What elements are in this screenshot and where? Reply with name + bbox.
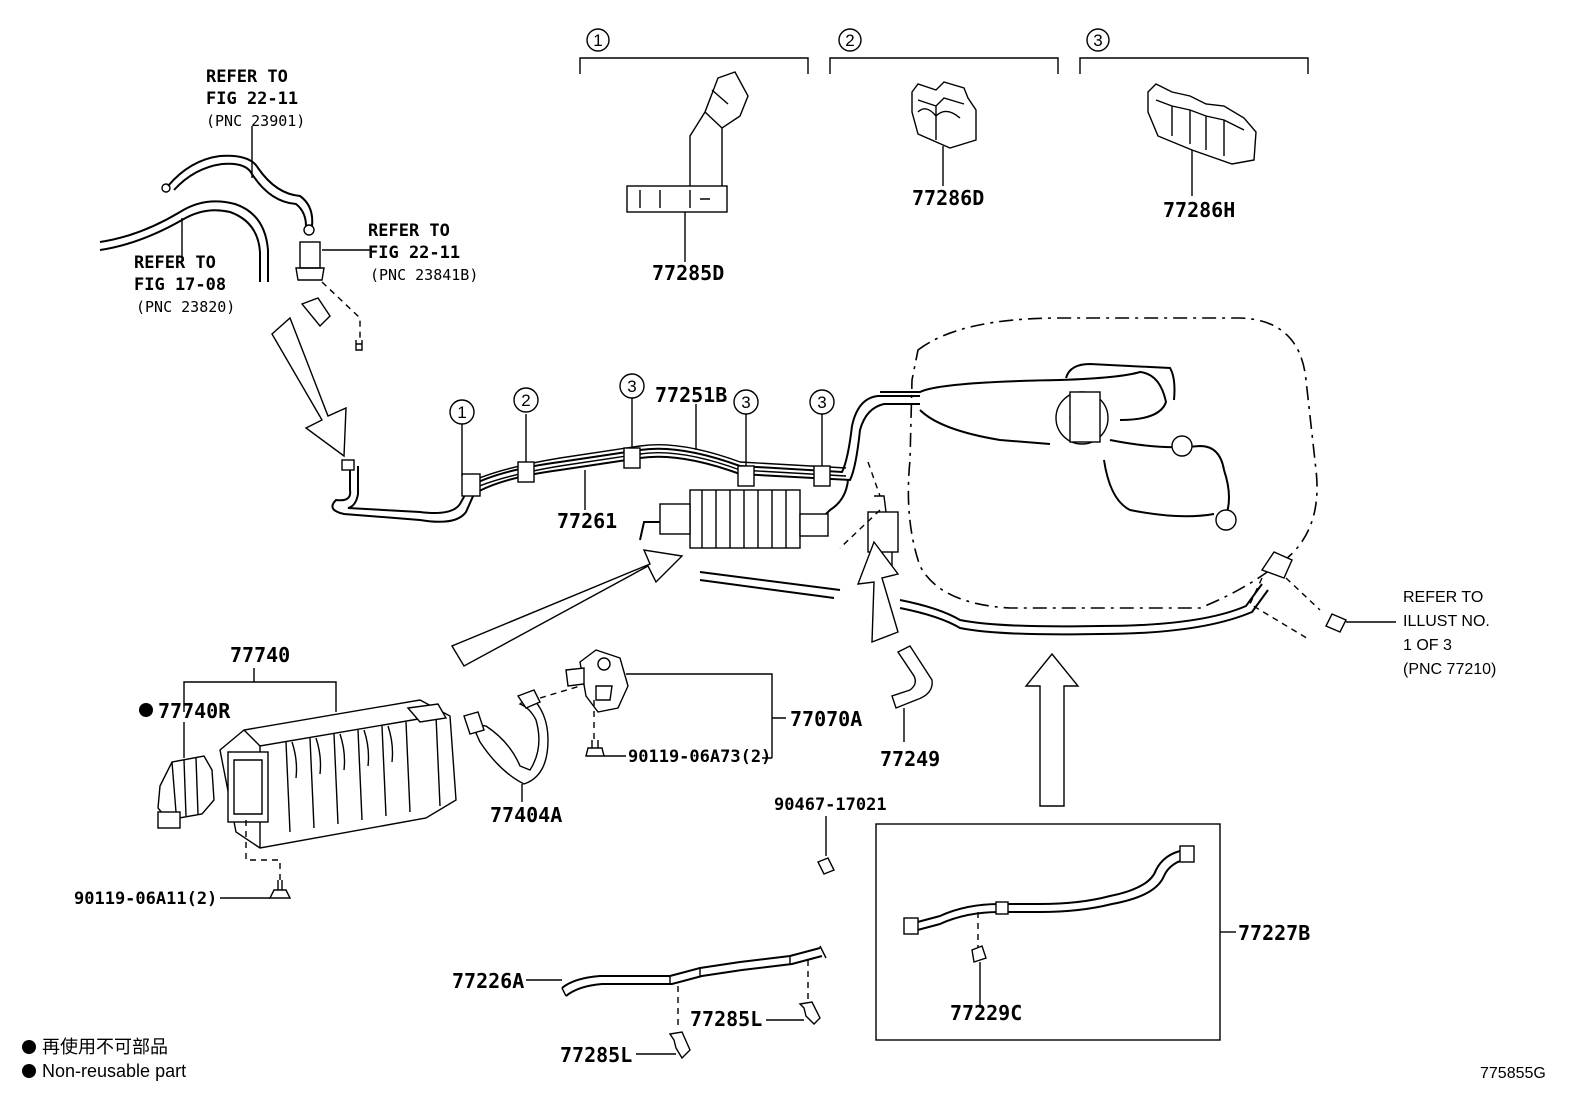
svg-text:77285L: 77285L <box>560 1043 632 1067</box>
label-77404a: 77404A <box>490 803 562 827</box>
non-reusable-marker <box>139 703 153 717</box>
label-77740r: 77740R <box>158 699 231 723</box>
clamp-77286h: 77286H <box>1147 83 1257 222</box>
svg-text:(PNC 23841B): (PNC 23841B) <box>370 266 478 284</box>
svg-text:REFER TO: REFER TO <box>1403 589 1483 606</box>
legend-bullet-1 <box>22 1040 36 1054</box>
refer-note-fig-22-11-b: REFER TO FIG 22-11 (PNC 23841B) <box>368 221 478 284</box>
canister-77740 <box>183 668 457 849</box>
legend-text-en: Non-reusable part <box>42 1061 186 1081</box>
legend-bullet-2 <box>22 1064 36 1078</box>
pipe-77227b-inset: 77227B 77229C <box>875 823 1310 1041</box>
callout-3-top: 3 <box>1093 31 1102 50</box>
label-90467-17021: 90467-17021 <box>774 795 887 815</box>
pipe-77226a: 77226A <box>452 945 827 1030</box>
label-90119-06a73: 90119-06A73(2) <box>628 747 771 767</box>
pipe-callouts: 1 2 3 3 3 <box>449 373 835 476</box>
svg-text:(PNC 23901): (PNC 23901) <box>206 112 305 130</box>
callout-1-top: 1 <box>593 31 602 50</box>
canister-installed <box>639 489 1269 636</box>
refer-note-fig-22-11-a: REFER TO FIG 22-11 (PNC 23901) <box>206 67 305 130</box>
clip-90467-17021: 90467-17021 <box>774 795 887 875</box>
svg-text:(PNC 23820): (PNC 23820) <box>136 298 235 316</box>
label-77249: 77249 <box>880 747 940 771</box>
svg-text:FIG 22-11: FIG 22-11 <box>206 89 298 109</box>
fuel-tank-outline <box>907 317 1318 609</box>
label-77251b: 77251B <box>655 383 727 407</box>
refer-note-illust-1of3: REFER TO ILLUST NO. 1 OF 3 (PNC 77210) <box>1403 589 1496 678</box>
svg-text:ILLUST NO.: ILLUST NO. <box>1403 613 1490 630</box>
filler-neck-fitting <box>1260 551 1293 579</box>
clip-77285l-b: 77285L <box>560 1031 691 1067</box>
svg-text:FIG 22-11: FIG 22-11 <box>368 243 460 263</box>
inset-brackets: 1 2 3 <box>579 28 1309 74</box>
refer-pipes-top-left <box>99 126 372 351</box>
hose-77249 <box>891 645 933 709</box>
valve-77070a: 77070A 90119-06A73(2) <box>565 649 862 767</box>
figure-code: 775855G <box>1480 1065 1546 1082</box>
label-77740: 77740 <box>230 643 290 667</box>
label-77227b: 77227B <box>1238 921 1310 945</box>
vent-valve-installed <box>839 461 899 566</box>
svg-text:3: 3 <box>741 393 750 412</box>
main-pipe-assembly <box>331 395 920 523</box>
label-90119-06a11: 90119-06A11(2) <box>74 889 217 909</box>
bolt-90119-06a11: 90119-06A11(2) <box>74 820 292 909</box>
legend: 再使用不可部品 Non-reusable part <box>22 1037 186 1081</box>
svg-text:77285L: 77285L <box>690 1007 762 1031</box>
clip-77285l-a: 77285L <box>690 1001 821 1031</box>
label-77285d: 77285D <box>652 261 724 285</box>
callout-2-top: 2 <box>845 31 854 50</box>
arrow-to-pipe-assembly <box>271 316 347 458</box>
svg-text:REFER TO: REFER TO <box>134 253 216 273</box>
svg-text:FIG 17-08: FIG 17-08 <box>134 275 226 295</box>
label-77286h: 77286H <box>1163 198 1235 222</box>
svg-text:2: 2 <box>521 391 530 410</box>
arrow-to-vent-valve <box>856 540 900 644</box>
label-77229c: 77229C <box>950 1001 1022 1025</box>
svg-text:3: 3 <box>627 377 636 396</box>
svg-text:REFER TO: REFER TO <box>368 221 450 241</box>
tank-lines <box>880 370 1230 521</box>
svg-text:1: 1 <box>457 403 466 422</box>
svg-text:1 OF 3: 1 OF 3 <box>1403 637 1452 654</box>
label-77070a: 77070A <box>790 707 862 731</box>
filter-77740r: 77740R <box>139 699 231 829</box>
legend-text-jp: 再使用不可部品 <box>42 1037 168 1057</box>
label-77261: 77261 <box>557 509 617 533</box>
svg-text:(PNC 77210): (PNC 77210) <box>1403 661 1496 678</box>
arrow-to-canister <box>450 549 684 667</box>
label-77226a: 77226A <box>452 969 524 993</box>
clamp-77285d: 77285D <box>626 71 749 285</box>
svg-text:3: 3 <box>817 393 826 412</box>
label-77286d: 77286D <box>912 186 984 210</box>
hose-77404a: 77404A <box>463 685 581 827</box>
arrow-to-tank <box>1024 652 1080 807</box>
refer-note-fig-17-08: REFER TO FIG 17-08 (PNC 23820) <box>134 253 235 316</box>
svg-text:REFER TO: REFER TO <box>206 67 288 87</box>
clamp-77286d: 77286D <box>911 81 984 210</box>
